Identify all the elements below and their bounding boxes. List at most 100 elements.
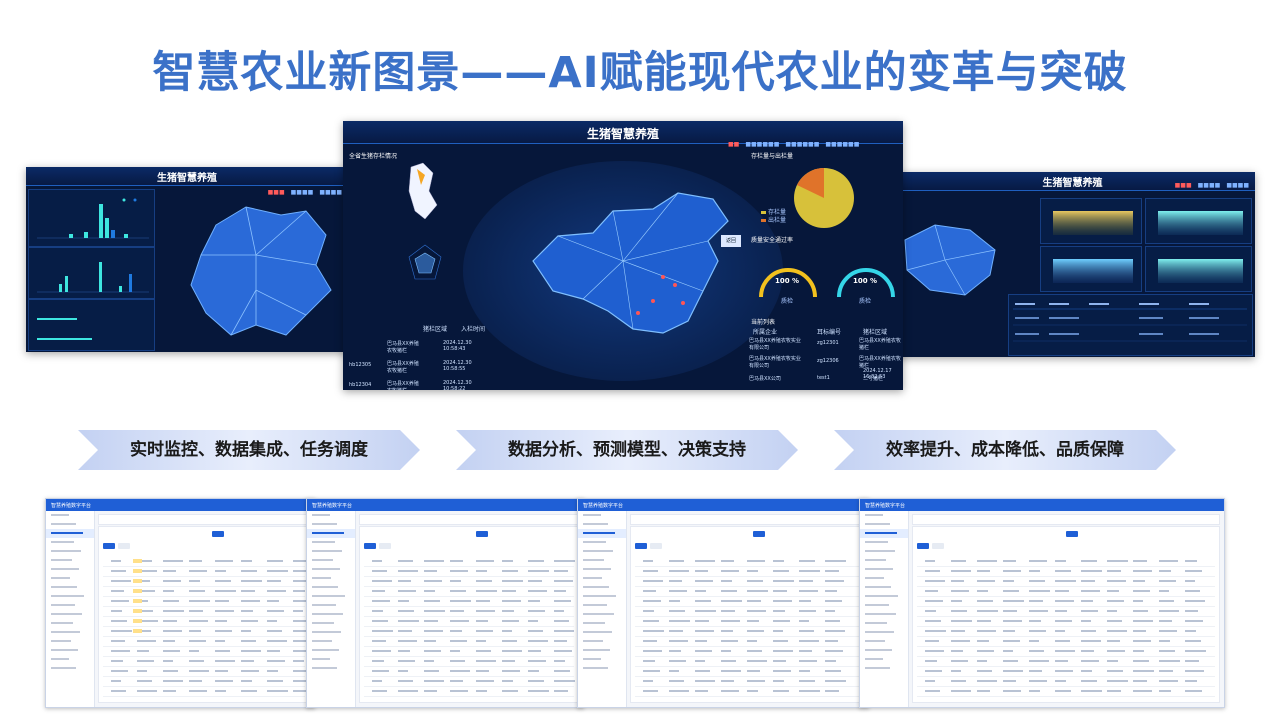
sidebar-item[interactable] xyxy=(578,556,626,565)
table-row[interactable] xyxy=(103,677,314,687)
sidebar-item[interactable] xyxy=(46,637,94,646)
table-row[interactable] xyxy=(103,607,305,617)
table-row[interactable] xyxy=(364,567,574,577)
search-button[interactable] xyxy=(211,531,224,537)
sidebar-item[interactable] xyxy=(860,565,908,574)
table-row[interactable] xyxy=(917,637,1215,647)
sidebar-item[interactable] xyxy=(578,628,626,637)
table-row[interactable] xyxy=(103,657,305,667)
table-row[interactable] xyxy=(103,577,312,587)
sidebar-item[interactable] xyxy=(578,574,626,583)
table-row[interactable] xyxy=(917,557,1215,567)
sidebar-item[interactable] xyxy=(307,628,355,637)
sidebar-item[interactable] xyxy=(578,637,626,646)
table-row[interactable] xyxy=(635,597,859,607)
sidebar-item[interactable] xyxy=(307,655,355,664)
map-back-button[interactable]: 返回 xyxy=(721,235,741,247)
sidebar-item[interactable] xyxy=(578,565,626,574)
table-row[interactable] xyxy=(364,587,574,597)
table-row[interactable] xyxy=(364,647,574,657)
table-row[interactable] xyxy=(635,647,859,657)
add-button[interactable] xyxy=(103,543,115,549)
table-row[interactable] xyxy=(103,687,307,697)
sidebar-item[interactable] xyxy=(307,538,355,547)
table-row[interactable] xyxy=(635,667,859,677)
table-row[interactable] xyxy=(917,607,1215,617)
sidebar-item[interactable] xyxy=(46,520,94,529)
table-row[interactable] xyxy=(635,637,859,647)
sidebar-item[interactable] xyxy=(860,664,908,673)
sidebar-item[interactable] xyxy=(860,538,908,547)
sidebar-item[interactable] xyxy=(860,655,908,664)
table-row[interactable] xyxy=(917,667,1215,677)
table-row[interactable] xyxy=(635,627,859,637)
sidebar-item[interactable] xyxy=(307,646,355,655)
sidebar-item[interactable] xyxy=(46,664,94,673)
edit-button[interactable] xyxy=(379,543,391,549)
sidebar-item[interactable] xyxy=(46,619,94,628)
sidebar-item[interactable] xyxy=(860,511,908,520)
edit-button[interactable] xyxy=(932,543,944,549)
sidebar-item[interactable] xyxy=(860,601,908,610)
sidebar-item[interactable] xyxy=(578,547,626,556)
table-row[interactable] xyxy=(917,567,1215,577)
table-row[interactable] xyxy=(635,587,859,597)
table-row[interactable] xyxy=(364,577,574,587)
sidebar-item[interactable] xyxy=(307,511,355,520)
sidebar-item[interactable] xyxy=(578,610,626,619)
add-button[interactable] xyxy=(917,543,929,549)
sidebar-item[interactable] xyxy=(578,592,626,601)
table-row[interactable] xyxy=(103,557,314,567)
table-row[interactable] xyxy=(364,617,574,627)
sidebar-item[interactable] xyxy=(860,619,908,628)
table-row[interactable] xyxy=(364,557,575,567)
sidebar-item[interactable] xyxy=(46,628,94,637)
sidebar-item[interactable] xyxy=(307,574,355,583)
table-row[interactable] xyxy=(917,687,1215,697)
sidebar-item[interactable] xyxy=(46,511,94,520)
sidebar-item[interactable] xyxy=(578,520,626,529)
sidebar-item[interactable] xyxy=(46,610,94,619)
table-row[interactable] xyxy=(103,597,310,607)
table-row[interactable] xyxy=(364,607,574,617)
sidebar-item[interactable] xyxy=(46,538,94,547)
sidebar-item[interactable] xyxy=(860,556,908,565)
table-row[interactable] xyxy=(103,617,308,627)
table-row[interactable] xyxy=(635,607,859,617)
table-row[interactable] xyxy=(635,557,859,567)
sidebar-item[interactable] xyxy=(307,520,355,529)
table-row[interactable] xyxy=(917,587,1215,597)
table-row[interactable] xyxy=(364,687,574,697)
table-row[interactable] xyxy=(917,617,1215,627)
table-row[interactable] xyxy=(364,667,574,677)
sidebar-item[interactable] xyxy=(860,574,908,583)
sidebar-item[interactable] xyxy=(46,547,94,556)
table-row[interactable] xyxy=(635,567,859,577)
table-row[interactable] xyxy=(103,587,305,597)
table-row[interactable] xyxy=(364,637,574,647)
sidebar-item[interactable] xyxy=(46,592,94,601)
sidebar-item[interactable] xyxy=(307,637,355,646)
table-row[interactable] xyxy=(364,597,574,607)
sidebar-item[interactable] xyxy=(578,646,626,655)
sidebar-item[interactable] xyxy=(307,664,355,673)
sidebar-item[interactable] xyxy=(860,529,908,538)
sidebar-item[interactable] xyxy=(578,655,626,664)
sidebar-item[interactable] xyxy=(46,529,94,538)
table-row[interactable] xyxy=(635,687,859,697)
table-row[interactable] xyxy=(103,627,313,637)
sidebar-item[interactable] xyxy=(860,520,908,529)
sidebar-item[interactable] xyxy=(578,538,626,547)
sidebar-item[interactable] xyxy=(46,574,94,583)
sidebar-item[interactable] xyxy=(307,583,355,592)
sidebar-item[interactable] xyxy=(860,628,908,637)
table-row[interactable] xyxy=(635,677,859,687)
table-row[interactable] xyxy=(917,597,1215,607)
sidebar-item[interactable] xyxy=(307,610,355,619)
sidebar-item[interactable] xyxy=(46,583,94,592)
edit-button[interactable] xyxy=(650,543,662,549)
sidebar-item[interactable] xyxy=(860,547,908,556)
table-row[interactable] xyxy=(103,647,311,657)
table-row[interactable] xyxy=(364,657,574,667)
sidebar-item[interactable] xyxy=(578,583,626,592)
